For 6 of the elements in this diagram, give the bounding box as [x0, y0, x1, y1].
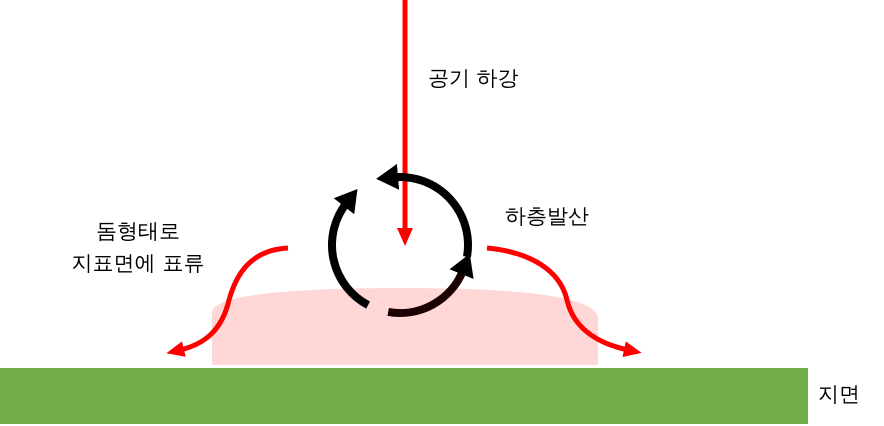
dome-shape	[212, 288, 598, 365]
ground-bar	[0, 368, 808, 424]
text-label: 공기 하강	[428, 65, 519, 92]
beside-label: 지면	[818, 381, 860, 408]
text-label: 하층발산	[505, 203, 589, 230]
text-label: 돔형태로 지표면에 표류	[70, 218, 206, 277]
